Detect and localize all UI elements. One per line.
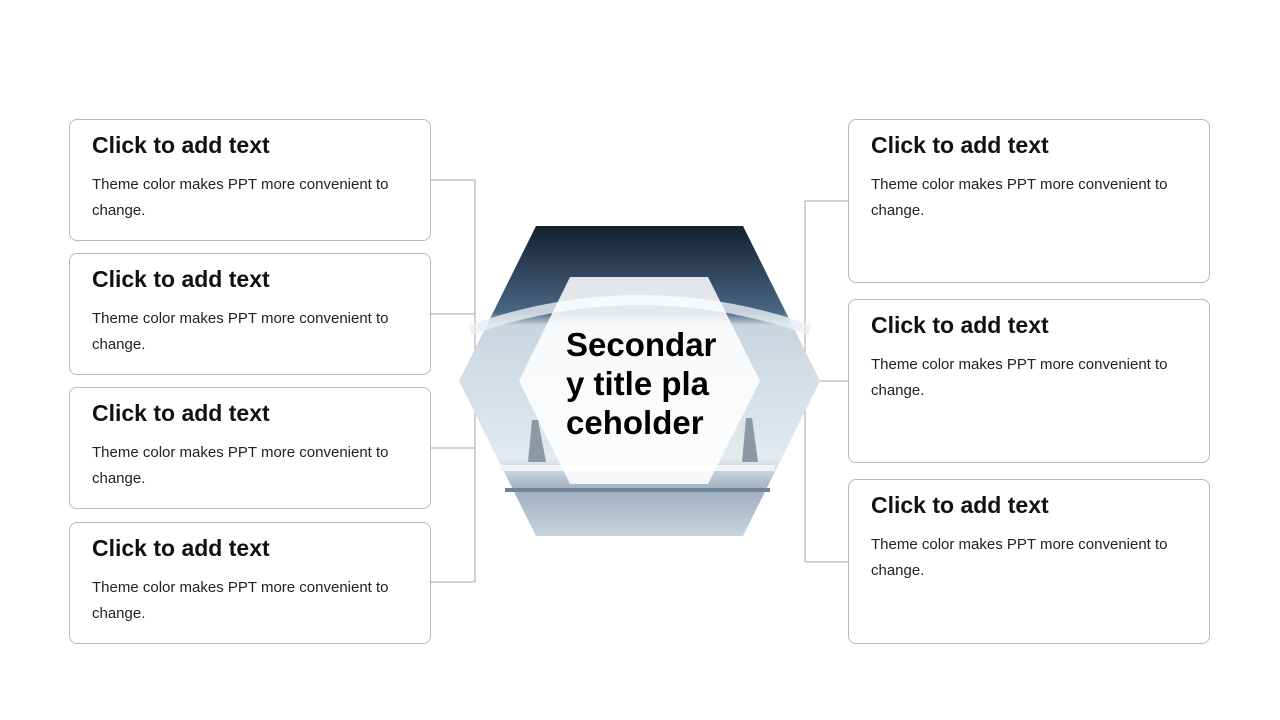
- box-body: Theme color makes PPT more convenient to…: [871, 536, 1168, 579]
- box-body: Theme color makes PPT more convenient to…: [92, 310, 389, 353]
- right-text-box-2[interactable]: Click to add text Theme color makes PPT …: [848, 299, 1210, 463]
- mannequin-right: [742, 418, 758, 462]
- box-title: Click to add text: [871, 312, 1049, 338]
- box-title: Click to add text: [92, 266, 270, 292]
- title-line: Secondar: [566, 326, 717, 363]
- right-text-box-3[interactable]: Click to add text Theme color makes PPT …: [848, 479, 1210, 644]
- box-body: Theme color makes PPT more convenient to…: [92, 579, 389, 622]
- left-text-box-1[interactable]: Click to add text Theme color makes PPT …: [69, 119, 431, 241]
- title-line: y title pla: [566, 365, 710, 402]
- box-title: Click to add text: [871, 492, 1049, 518]
- box-title: Click to add text: [92, 132, 270, 158]
- secondary-title-placeholder[interactable]: Secondar y title pla ceholder: [566, 325, 716, 442]
- right-text-box-1[interactable]: Click to add text Theme color makes PPT …: [848, 119, 1210, 283]
- left-text-box-4[interactable]: Click to add text Theme color makes PPT …: [69, 522, 431, 644]
- left-text-box-3[interactable]: Click to add text Theme color makes PPT …: [69, 387, 431, 509]
- box-title: Click to add text: [92, 535, 270, 561]
- box-title: Click to add text: [871, 132, 1049, 158]
- box-body: Theme color makes PPT more convenient to…: [92, 176, 389, 219]
- mannequin-left: [528, 420, 546, 462]
- left-text-box-2[interactable]: Click to add text Theme color makes PPT …: [69, 253, 431, 375]
- title-hexagon: [519, 277, 760, 484]
- box-body: Theme color makes PPT more convenient to…: [871, 356, 1168, 399]
- title-line: ceholder: [566, 404, 704, 441]
- box-body: Theme color makes PPT more convenient to…: [871, 176, 1168, 219]
- box-title: Click to add text: [92, 400, 270, 426]
- box-body: Theme color makes PPT more convenient to…: [92, 444, 389, 487]
